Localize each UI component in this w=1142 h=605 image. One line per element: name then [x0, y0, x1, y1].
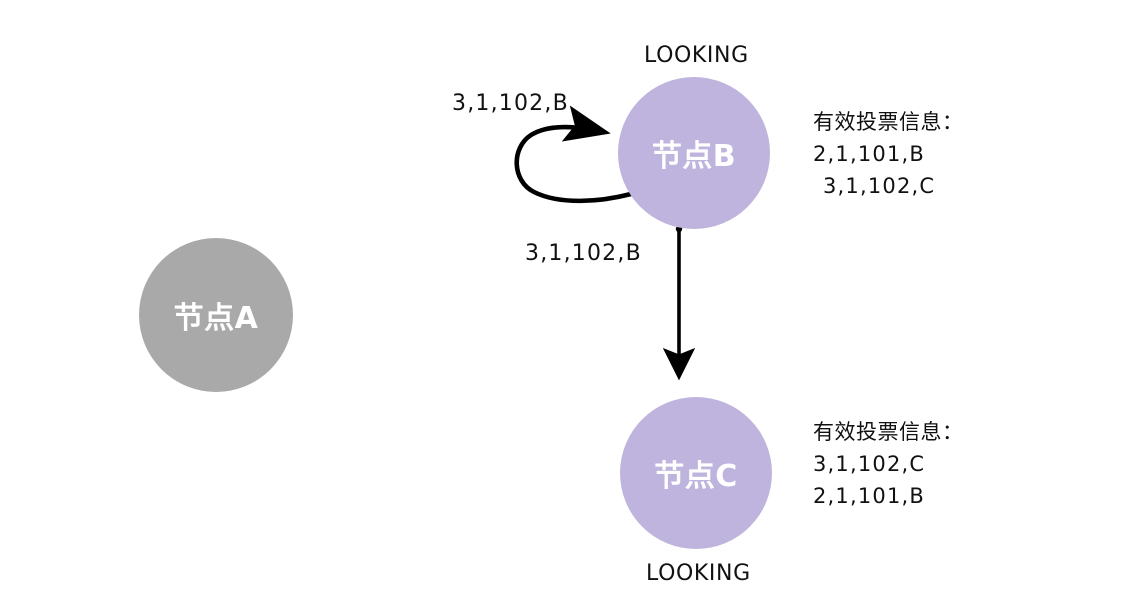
node-c-vote-info: 有效投票信息： 3,1,102,C 2,1,101,B — [813, 417, 964, 513]
node-c-state-label: LOOKING — [646, 561, 751, 586]
node-c[interactable]: 节点C — [620, 397, 772, 549]
node-c-vote-info-item: 3,1,102,C — [813, 451, 926, 476]
node-b-vote-info: 有效投票信息： 2,1,101,B 3,1,102,C — [813, 107, 964, 203]
node-b[interactable]: 节点B — [618, 77, 770, 229]
self-loop-edge-label: 3,1,102,B — [452, 91, 569, 116]
node-b-vote-info-header: 有效投票信息： — [813, 110, 964, 134]
node-a-label: 节点A — [173, 301, 259, 336]
node-c-label: 节点C — [654, 459, 738, 494]
node-c-vote-info-item: 2,1,101,B — [813, 483, 926, 508]
node-c-vote-info-header: 有效投票信息： — [813, 420, 964, 444]
node-b-state-label: LOOKING — [644, 43, 749, 68]
node-b-vote-info-item: 3,1,102,C — [823, 173, 936, 198]
node-b-vote-info-item: 2,1,101,B — [813, 141, 926, 166]
self-loop-edge — [514, 105, 634, 204]
node-b-label: 节点B — [651, 139, 737, 174]
node-a[interactable]: 节点A — [139, 238, 293, 392]
b-to-c-edge-label: 3,1,102,B — [525, 241, 642, 266]
